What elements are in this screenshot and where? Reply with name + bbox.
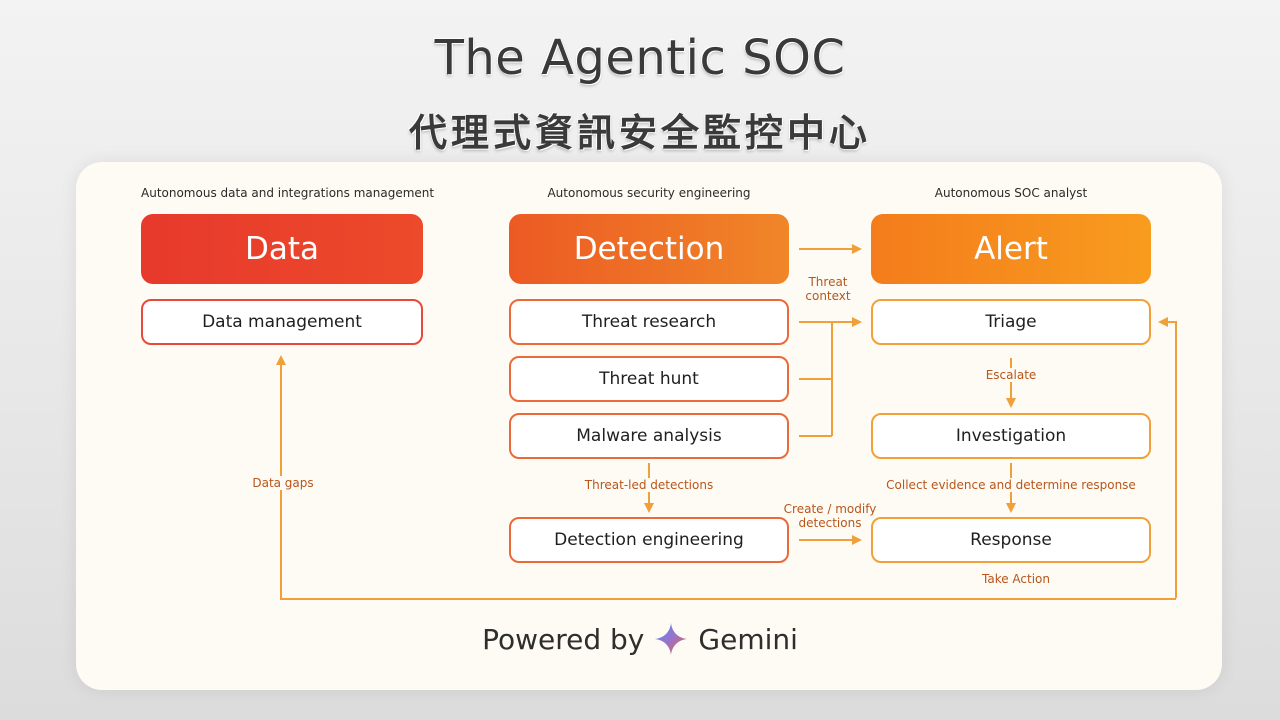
detection-column-caption: Autonomous security engineering xyxy=(547,186,751,200)
alert-header: Alert xyxy=(871,214,1151,284)
data-header: Data xyxy=(141,214,423,284)
detection-header: Detection xyxy=(509,214,789,284)
data-gaps-label: Data gaps xyxy=(240,476,326,490)
page-title: The Agentic SOC xyxy=(434,30,846,86)
hunt-malware-bracket xyxy=(799,322,833,437)
gemini-spark-icon xyxy=(654,622,688,656)
data-gaps-loop xyxy=(276,355,1176,600)
data-management-box: Data management xyxy=(141,299,423,345)
detection-engineering-box: Detection engineering xyxy=(509,517,789,563)
take-action-loop xyxy=(1158,317,1177,598)
escalate-label: Escalate xyxy=(960,368,1062,382)
powered-by: Powered by Gemini xyxy=(0,622,1280,656)
data-column-caption: Autonomous data and integrations managem… xyxy=(141,186,435,200)
collect-evidence-label: Collect evidence and determine response xyxy=(880,478,1142,492)
threat-context-label: Threat context xyxy=(805,275,851,303)
threat-led-detections-label: Threat-led detections xyxy=(569,478,729,492)
take-action-label: Take Action xyxy=(982,572,1050,586)
triage-box: Triage xyxy=(871,299,1151,345)
gemini-brand-text: Gemini xyxy=(698,622,798,656)
powered-by-text: Powered by xyxy=(482,622,645,656)
malware-analysis-box: Malware analysis xyxy=(509,413,789,459)
investigation-box: Investigation xyxy=(871,413,1151,459)
threat-hunt-box: Threat hunt xyxy=(509,356,789,402)
threat-research-box: Threat research xyxy=(509,299,789,345)
response-box: Response xyxy=(871,517,1151,563)
page-subtitle: 代理式資訊安全監控中心 xyxy=(408,111,871,155)
alert-column-caption: Autonomous SOC analyst xyxy=(934,186,1088,200)
create-modify-label: Create / modify detections xyxy=(783,502,877,530)
